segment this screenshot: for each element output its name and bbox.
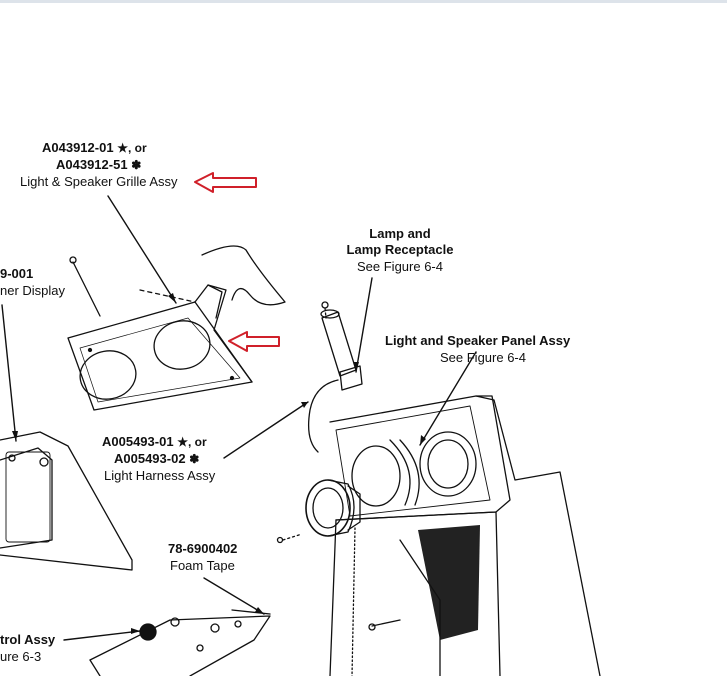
harness-part-number-1: A005493-01 (102, 434, 174, 449)
harness-part-line-1: A005493-01 ★, or (102, 434, 207, 450)
lamp-label-line-1: Lamp and (369, 226, 431, 241)
grille-symbol-2: ✽ (131, 158, 142, 172)
grille-part-number-2: A043912-51 (56, 157, 128, 172)
harness-part-line-2: A005493-02 ✽ (114, 451, 199, 467)
display-name: ner Display (0, 283, 66, 298)
leader-lines (1, 195, 477, 641)
control-figure-ref: ure 6-3 (0, 649, 42, 664)
control-panel (89, 609, 271, 676)
lamp-figure-ref: See Figure 6-4 (357, 259, 443, 274)
panel-assembly-name: Light and Speaker Panel Assy (385, 333, 571, 348)
grille-panel (67, 245, 286, 411)
tape-name: Foam Tape (170, 558, 235, 573)
display-part-number: 9-001 (0, 266, 34, 281)
panel-figure-ref: See Figure 6-4 (440, 350, 526, 365)
harness-symbol-2: ✽ (189, 452, 200, 466)
harness-part-number-2: A005493-02 (114, 451, 186, 466)
display-bracket (0, 431, 133, 571)
top-border (0, 0, 727, 3)
lamp-label-line-2: Lamp Receptacle (346, 242, 454, 257)
grille-assembly-name: Light & Speaker Grille Assy (20, 174, 178, 189)
grille-part-line-2: A043912-51 ✽ (56, 157, 141, 173)
leader-arrowheads (12, 293, 426, 634)
tape-part-number: 78-6900402 (168, 541, 238, 556)
control-assembly-name: trol Assy (0, 632, 56, 647)
speaker-driver (276, 479, 361, 544)
grille-highlight-arrow (194, 172, 257, 193)
panel-highlight-arrow (228, 331, 280, 352)
lamp-receptacle (307, 301, 363, 453)
harness-assembly-name: Light Harness Assy (104, 468, 216, 483)
grille-part-number-1: A043912-01 (42, 140, 114, 155)
grille-symbol-1: ★, or (117, 141, 147, 155)
harness-symbol-1: ★, or (177, 435, 207, 449)
grille-part-line-1: A043912-01 ★, or (42, 140, 147, 156)
speaker-cabinet (329, 395, 601, 676)
